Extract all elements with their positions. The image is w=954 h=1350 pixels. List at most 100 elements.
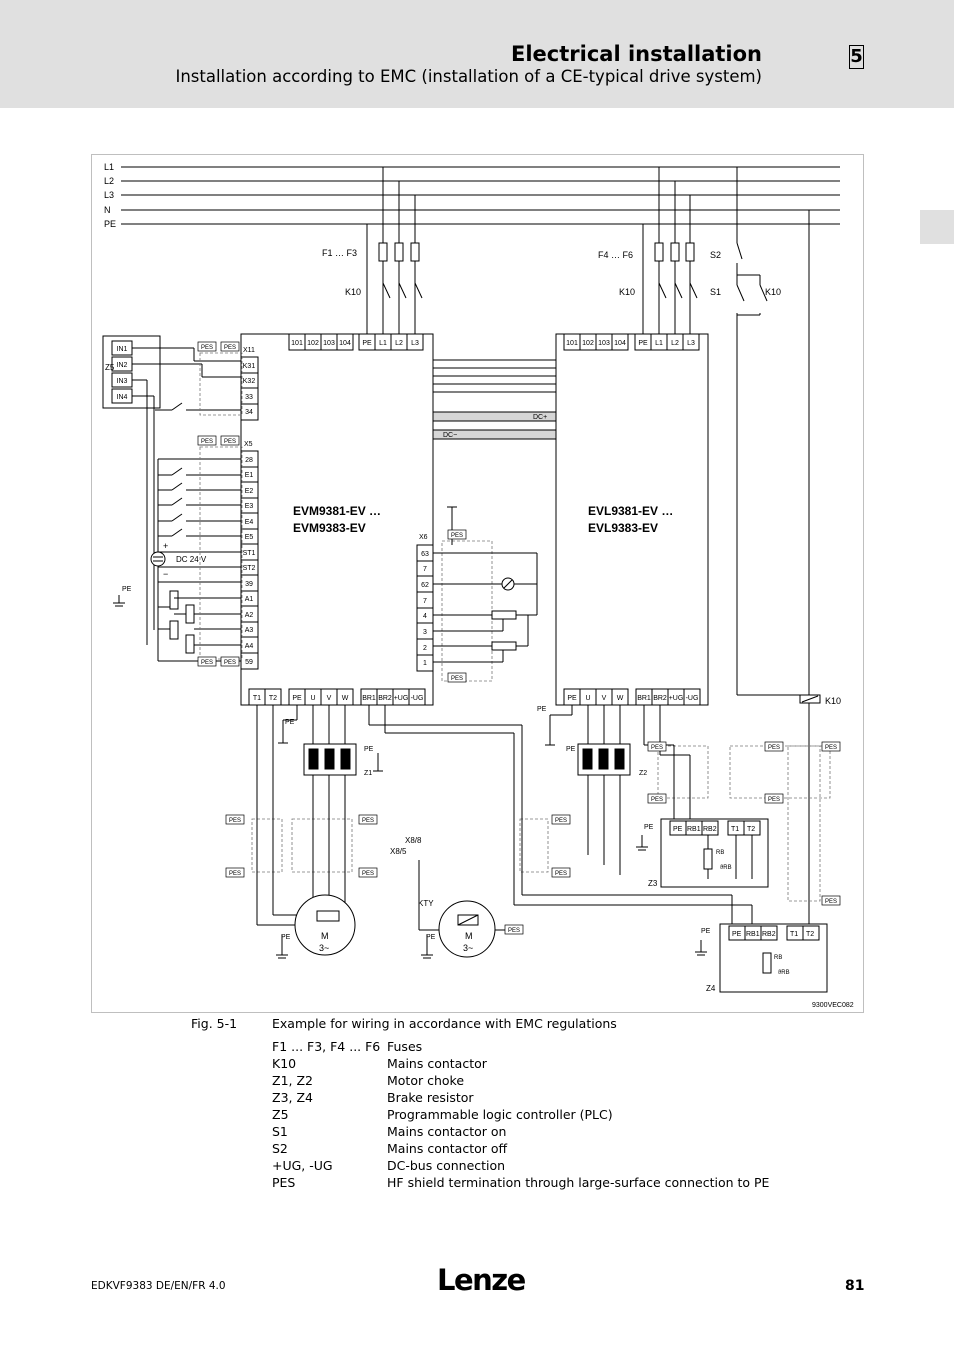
page-number: 81 (845, 1278, 865, 1294)
figure-label: Fig. 5-1 (191, 1016, 238, 1031)
pes-tag: PES (229, 871, 241, 877)
plc-input-3: IN3 (117, 378, 128, 385)
page-title: Electrical installation (511, 42, 762, 66)
bottom-r-v: V (602, 695, 607, 702)
pe-label-motor-right: PE (426, 934, 436, 941)
z3-label: Z3 (648, 879, 658, 888)
legend-term: S2 (272, 1141, 288, 1156)
x5-e2: E2 (245, 488, 254, 495)
pe-label-z3: PE (644, 824, 654, 831)
figure-caption: Example for wiring in accordance with EM… (272, 1016, 617, 1031)
bottom-r-plus-ug: +UG (669, 695, 684, 702)
pes-tag: PES (555, 871, 567, 877)
bottom-l-u: U (310, 695, 315, 702)
x11-label: X11 (243, 347, 255, 354)
z3-terminal-t2: T2 (747, 826, 755, 833)
legend-desc: HF shield termination through large-surf… (387, 1175, 770, 1190)
bus-label-l2: L2 (104, 176, 114, 186)
z4-theta-label: ϑRB (778, 970, 790, 976)
terminal-l-l2: L2 (395, 340, 403, 347)
bottom-r-w: W (617, 695, 624, 702)
bus-label-n: N (104, 205, 111, 215)
pes-tag: PES (651, 745, 663, 751)
x5-a4: A4 (245, 643, 254, 650)
pe-label-z4: PE (701, 928, 711, 935)
dc-minus-label: DC− (443, 432, 457, 439)
x11-33: 33 (245, 394, 253, 401)
k10-left-label: K10 (345, 287, 361, 297)
controller-right-line1: EVL9381-EV … (588, 504, 673, 518)
legend-desc: Mains contactor (387, 1056, 487, 1071)
terminal-r-103: 103 (598, 340, 610, 347)
wiring-diagram: L1 L2 L3 N PE F1 … F3 F4 … F6 K10 K10 S2… (102, 162, 854, 1009)
bus-label-l1: L1 (104, 162, 114, 172)
s2-label: S2 (710, 250, 721, 260)
fuses-right-label: F4 … F6 (598, 250, 633, 260)
bottom-l-w: W (342, 695, 349, 702)
k10-coil-label: K10 (825, 696, 841, 706)
legend-term: S1 (272, 1124, 288, 1139)
bottom-r-pe: PE (567, 695, 577, 702)
x5-st2: ST2 (243, 565, 256, 572)
terminal-r-l3: L3 (687, 340, 695, 347)
z4-terminal-pe: PE (732, 931, 742, 938)
x6-7a: 7 (423, 566, 427, 573)
x6-label: X6 (419, 534, 428, 541)
pes-tag: PES (651, 797, 663, 803)
motor-right-m: M (465, 931, 473, 941)
terminal-r-l2: L2 (671, 340, 679, 347)
legend-term: +UG, -UG (272, 1158, 333, 1173)
terminal-r-104: 104 (614, 340, 626, 347)
x5-28: 28 (245, 457, 253, 464)
pes-tag: PES (201, 439, 213, 445)
terminal-l-101: 101 (291, 340, 303, 347)
pes-tag: PES (768, 745, 780, 751)
choke-z1-label: Z1 (364, 770, 372, 777)
pes-tag: PES (224, 439, 236, 445)
z4-terminal-rb1: RB1 (746, 931, 760, 938)
bottom-l-br1: BR1 (362, 695, 376, 702)
z3-theta-label: ϑRB (720, 865, 732, 871)
controller-left-line1: EVM9381-EV … (293, 504, 381, 518)
pes-tag: PES (362, 818, 374, 824)
x6-63: 63 (421, 551, 429, 558)
terminal-l-103: 103 (323, 340, 335, 347)
x6-3: 3 (423, 629, 427, 636)
header-band (0, 0, 954, 108)
x8-5-label: X8/5 (390, 847, 407, 856)
terminal-l-l3: L3 (411, 340, 419, 347)
k10-switch-label: K10 (765, 287, 781, 297)
bottom-l-plus-ug: +UG (394, 695, 409, 702)
terminal-l-102: 102 (307, 340, 319, 347)
legend-desc: Mains contactor off (387, 1141, 508, 1156)
bottom-r-br2: BR2 (653, 695, 667, 702)
pes-tag: PES (451, 533, 463, 539)
supply-label: DC 24 V (176, 555, 207, 564)
lenze-logo: Lenze (437, 1263, 526, 1297)
z3-terminal-pe: PE (673, 826, 683, 833)
x5-e3: E3 (245, 503, 254, 510)
chapter-number: 5 (849, 45, 864, 69)
legend-desc: DC-bus connection (387, 1158, 506, 1173)
x5-a3: A3 (245, 627, 254, 634)
pes-tag: PES (362, 871, 374, 877)
choke-z2-label: Z2 (639, 770, 647, 777)
legend-desc: Motor choke (387, 1073, 465, 1088)
legend-term: Z3, Z4 (272, 1090, 313, 1105)
x5-39: 39 (245, 581, 253, 588)
pes-tag: PES (451, 676, 463, 682)
pe-label-choke-left: PE (364, 746, 374, 753)
pes-tag: PES (508, 928, 520, 934)
terminal-r-102: 102 (582, 340, 594, 347)
z4-terminal-t2: T2 (806, 931, 814, 938)
x11-k32: K32 (243, 378, 256, 385)
pes-tag: PES (224, 660, 236, 666)
legend-desc: Fuses (387, 1039, 423, 1054)
terminal-l-l1: L1 (379, 340, 387, 347)
bus-label-pe: PE (104, 219, 116, 229)
pes-tag: PES (825, 745, 837, 751)
wiring-diagram-frame: L1 L2 L3 N PE F1 … F3 F4 … F6 K10 K10 S2… (91, 154, 864, 1013)
x5-e4: E4 (245, 519, 254, 526)
z3-rb-label: RB (716, 850, 724, 856)
x5-59: 59 (245, 659, 253, 666)
